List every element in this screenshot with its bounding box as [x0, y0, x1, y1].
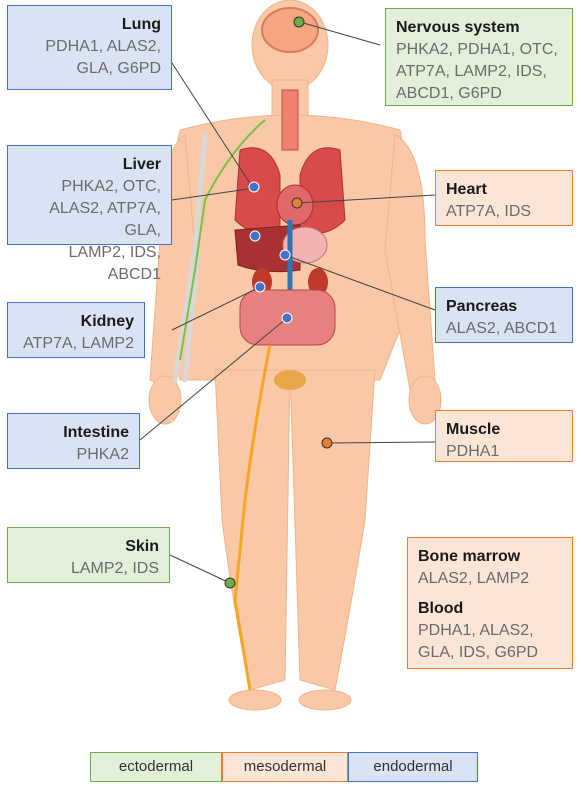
- liver-label-box: Liver PHKA2, OTC, ALAS2, ATP7A, GLA, LAM…: [7, 145, 172, 283]
- intestine-label-box: Intestine PHKA2: [7, 413, 140, 469]
- heart-marker: [291, 197, 303, 209]
- heart-genes: ATP7A, IDS: [446, 203, 532, 220]
- pancreas-label-box: Pancreas ALAS2, ABCD1: [435, 287, 573, 343]
- arm-skeleton: [172, 132, 208, 383]
- leader-lines: [139, 21, 436, 584]
- heart-title: Heart: [446, 181, 487, 198]
- bone-marrow-genes: ALAS2, LAMP2: [418, 570, 530, 587]
- arm-nerves: [179, 119, 266, 361]
- bone-marrow-blood-label-box: Bone marrow ALAS2, LAMP2 Blood PDHA1, AL…: [407, 537, 573, 669]
- muscle-title: Muscle: [446, 421, 501, 438]
- intestine-marker: [281, 312, 293, 324]
- brain: [261, 7, 319, 53]
- intestine-genes: PHKA2: [76, 446, 129, 463]
- liver-title: Liver: [122, 156, 161, 173]
- muscle-genes: PDHA1: [446, 443, 500, 460]
- blood-title: Blood: [418, 600, 464, 617]
- muscle-marker: [321, 437, 333, 449]
- kidney-right: [308, 268, 328, 296]
- trachea: [281, 89, 299, 151]
- muscle-label-box: Muscle PDHA1: [435, 410, 573, 462]
- liver-marker: [249, 230, 261, 242]
- heart-label-box: Heart ATP7A, IDS: [435, 170, 573, 226]
- nervous-marker: [293, 16, 305, 28]
- leg-nerves: [233, 344, 272, 691]
- bone-marrow-title: Bone marrow: [418, 548, 521, 565]
- pancreas-genes: ALAS2, ABCD1: [446, 320, 558, 337]
- kidney-marker: [254, 281, 266, 293]
- kidney-genes: ATP7A, LAMP2: [23, 335, 134, 352]
- lung-label-box: Lung PDHA1, ALAS2, GLA, G6PD: [7, 5, 172, 90]
- nervous-system-label-box: Nervous system PHKA2, PDHA1, OTC, ATP7A,…: [385, 8, 573, 106]
- legend-mesodermal: mesodermal: [222, 752, 348, 782]
- skin-marker: [224, 577, 236, 589]
- legend-endodermal: endodermal: [348, 752, 478, 782]
- skin-title: Skin: [125, 538, 159, 555]
- lung-genes: PDHA1, ALAS2, GLA, G6PD: [45, 38, 161, 77]
- legend-ectodermal: ectodermal: [90, 752, 222, 782]
- skin-label-box: Skin LAMP2, IDS: [7, 527, 170, 583]
- lung-marker: [248, 181, 260, 193]
- nervous-system-title: Nervous system: [396, 19, 520, 36]
- kidney-label-box: Kidney ATP7A, LAMP2: [7, 302, 145, 358]
- blood-genes: PDHA1, ALAS2, GLA, IDS, G6PD: [418, 622, 539, 661]
- bladder: [274, 370, 306, 390]
- liver-genes: PHKA2, OTC, ALAS2, ATP7A, GLA, LAMP2, ID…: [49, 178, 161, 283]
- lung-title: Lung: [121, 16, 161, 33]
- kidney-title: Kidney: [80, 313, 134, 330]
- pancreas-title: Pancreas: [446, 298, 518, 315]
- pancreas-marker: [279, 249, 291, 261]
- stomach: [282, 226, 328, 264]
- organ-markers: [224, 16, 333, 589]
- nervous-system-genes: PHKA2, PDHA1, OTC, ATP7A, LAMP2, IDS, AB…: [396, 41, 558, 102]
- skin-genes: LAMP2, IDS: [70, 560, 159, 577]
- intestine-title: Intestine: [63, 424, 129, 441]
